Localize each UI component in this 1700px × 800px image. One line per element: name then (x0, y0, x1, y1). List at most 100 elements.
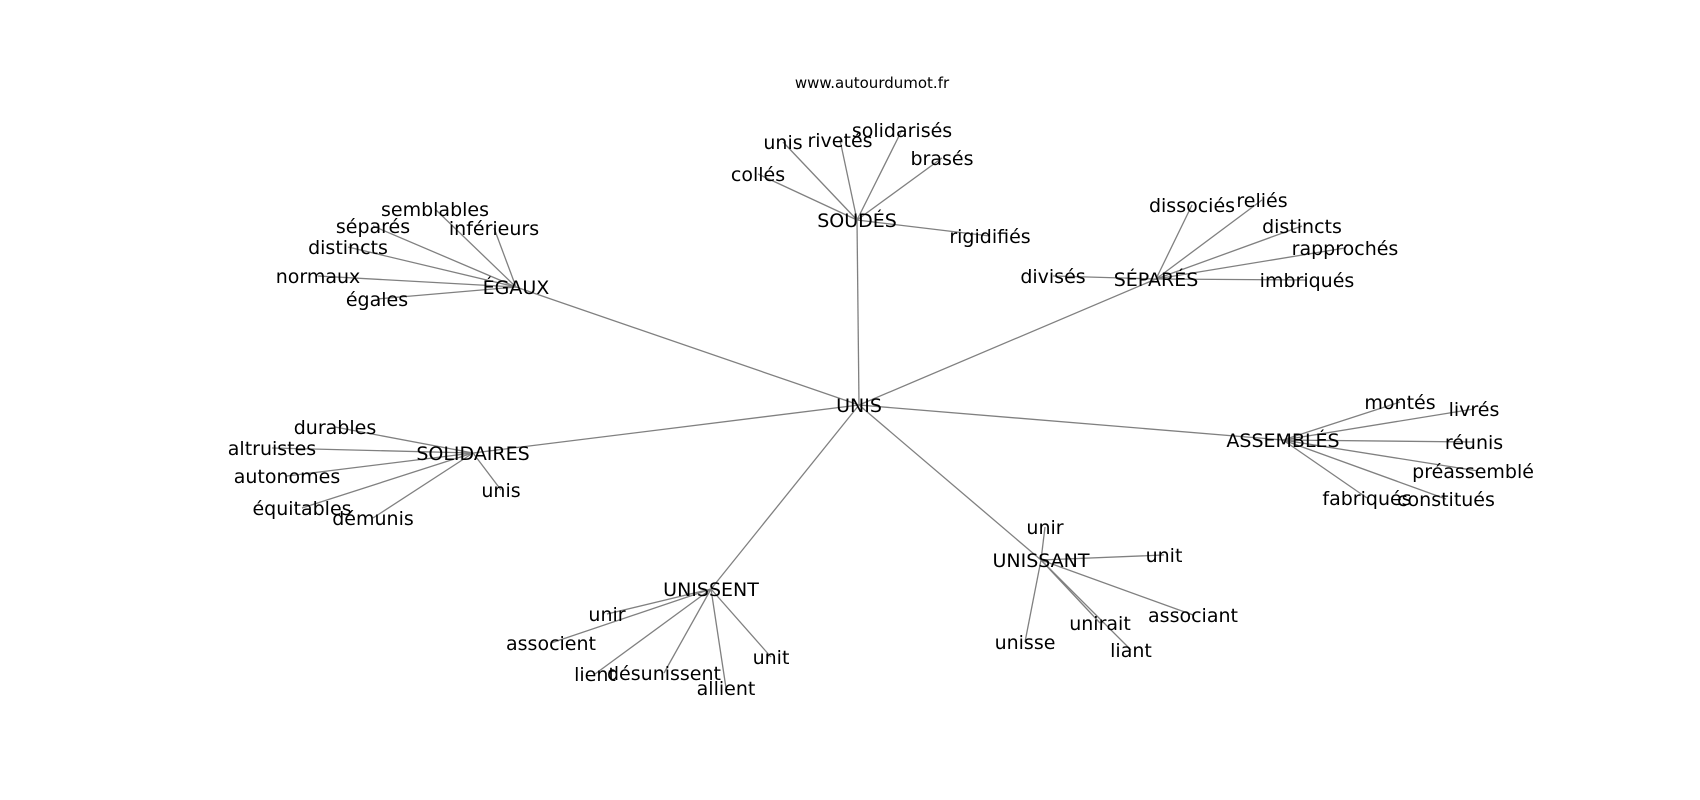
leaf-node-separes-imbriques[interactable]: imbriqués (1260, 270, 1355, 292)
leaf-node-unissent-unit[interactable]: unit (753, 647, 790, 669)
edge-solidaires-altruistes (271, 447, 474, 454)
edge-center-soudes (856, 219, 860, 406)
edge-unissent-allient (710, 588, 727, 689)
edge-solidaires-demunis (372, 452, 474, 519)
edge-separes-divises (1052, 275, 1157, 280)
leaf-node-egaux-semblables[interactable]: semblables (381, 199, 489, 221)
graph-edges (271, 129, 1479, 689)
hub-node-soudes[interactable]: SOUDÉS (817, 209, 897, 232)
hub-node-solidaires[interactable]: SOLIDAIRES (416, 443, 529, 465)
leaf-node-unissant-unirait[interactable]: unirait (1069, 613, 1131, 635)
edge-center-separes (858, 278, 1157, 406)
hub-node-separes[interactable]: SÉPARÉS (1114, 268, 1199, 291)
site-watermark: www.autourdumot.fr (795, 74, 950, 92)
edge-unissant-unisse (1024, 559, 1042, 643)
edge-solidaires-unis (472, 452, 502, 491)
hub-node-unissant[interactable]: UNISSANT (992, 550, 1089, 572)
edge-assembles-livres (1282, 408, 1475, 441)
leaf-node-unissent-unir[interactable]: unir (588, 604, 625, 626)
edge-soudes-rivetes (839, 139, 858, 221)
edge-egaux-normaux (317, 275, 517, 288)
edge-unissent-unit (710, 588, 772, 658)
edge-assembles-fabriques (1282, 439, 1368, 499)
leaf-node-solidaires-autonomes[interactable]: autonomes (234, 466, 341, 488)
edge-egaux-semblables (434, 208, 517, 288)
leaf-node-unissent-allient[interactable]: allient (697, 678, 756, 700)
edge-center-solidaires (472, 404, 860, 454)
leaf-node-unissant-unir[interactable]: unir (1026, 517, 1063, 539)
leaf-node-assembles-fabriques[interactable]: fabriqués (1322, 488, 1411, 510)
leaf-node-assembles-constitues[interactable]: constitués (1397, 489, 1495, 511)
hub-node-egaux[interactable]: ÉGAUX (483, 276, 550, 299)
edge-assembles-reunis (1282, 439, 1475, 443)
edge-soudes-solidarises (856, 129, 903, 221)
leaf-node-solidaires-unis[interactable]: unis (481, 480, 520, 502)
edge-solidaires-durables (334, 426, 474, 454)
leaf-node-soudes-rigidifies[interactable]: rigidifiés (949, 226, 1030, 248)
leaf-node-unissent-lient[interactable]: lient (574, 664, 616, 686)
leaf-node-soudes-colles[interactable]: collés (731, 164, 785, 186)
leaf-node-assembles-preassembles[interactable]: préassemblés (1412, 461, 1544, 483)
leaf-node-separes-relies[interactable]: reliés (1236, 190, 1287, 212)
edge-soudes-brases (856, 157, 943, 221)
leaf-node-egaux-distincts[interactable]: distincts (308, 237, 388, 259)
edge-unissent-associent (550, 588, 712, 644)
leaf-node-assembles-montes[interactable]: montés (1364, 392, 1435, 414)
edge-soudes-unis (782, 141, 858, 221)
leaf-node-separes-dissocies[interactable]: dissociés (1149, 195, 1235, 217)
leaf-node-separes-rapproches[interactable]: rapprochés (1292, 238, 1399, 260)
leaf-node-unissent-associent[interactable]: associent (506, 633, 596, 655)
edge-center-egaux (515, 286, 860, 406)
leaf-node-soudes-rivetes[interactable]: rivetés (807, 130, 872, 152)
edge-unissent-lient (594, 588, 712, 675)
edge-separes-relies (1155, 199, 1263, 280)
edge-separes-rapproches (1155, 247, 1346, 280)
edge-solidaires-autonomes (286, 452, 474, 477)
edge-egaux-inferieurs (493, 227, 517, 288)
leaf-node-egaux-separes[interactable]: séparés (336, 216, 410, 238)
edge-separes-imbriques (1155, 278, 1308, 281)
edge-egaux-egales (376, 286, 517, 300)
edge-unissent-desunissent (663, 588, 712, 674)
edge-unissant-associant (1040, 559, 1194, 616)
edge-center-assembles (858, 404, 1284, 441)
edge-assembles-constitues (1282, 439, 1447, 500)
hub-node-assembles[interactable]: ASSEMBLÉS (1226, 429, 1339, 452)
edge-soudes-rigidifies (856, 219, 991, 237)
edge-unissent-unir (606, 588, 712, 615)
edge-unissant-unit (1040, 554, 1165, 561)
leaf-node-unissant-associant[interactable]: associant (1148, 605, 1238, 627)
leaf-node-assembles-livres[interactable]: livrés (1449, 399, 1500, 421)
leaf-node-solidaires-equitables[interactable]: équitables (252, 498, 351, 520)
leaf-node-assembles-reunis[interactable]: réunis (1445, 432, 1503, 454)
leaf-node-soudes-brases[interactable]: brasés (910, 148, 973, 170)
leaf-node-unissant-unisse[interactable]: unisse (995, 632, 1056, 654)
leaf-node-solidaires-altruistes[interactable]: altruistes (228, 438, 316, 460)
leaf-node-solidaires-demunis[interactable]: démunis (332, 508, 414, 530)
leaf-node-unissent-desunissent[interactable]: désunissent (607, 663, 721, 685)
edge-soudes-colles (757, 173, 858, 221)
leaf-node-unissant-liant[interactable]: liant (1110, 640, 1152, 662)
leaf-node-solidaires-durables[interactable]: durables (294, 417, 377, 439)
edge-separes-dissocies (1155, 204, 1193, 280)
leaf-node-separes-distincts[interactable]: distincts (1262, 216, 1342, 238)
edge-unissant-liant (1040, 559, 1132, 651)
leaf-node-egaux-inferieurs[interactable]: inférieurs (449, 218, 539, 240)
leaf-node-separes-divises[interactable]: divisés (1020, 266, 1085, 288)
edge-egaux-distincts (347, 246, 517, 288)
leaf-node-soudes-unis[interactable]: unis (763, 132, 802, 154)
edge-egaux-separes (372, 225, 517, 288)
leaf-node-egaux-egales[interactable]: égales (346, 289, 408, 311)
leaf-node-soudes-solidarises[interactable]: solidarisés (852, 120, 952, 142)
leaf-node-egaux-normaux[interactable]: normaux (276, 266, 361, 288)
edge-assembles-montes (1282, 401, 1401, 441)
hub-node-unissent[interactable]: UNISSENT (663, 579, 759, 601)
edge-center-unissent (710, 404, 860, 590)
edge-separes-distincts (1155, 225, 1303, 280)
center-node[interactable]: UNIS (836, 395, 882, 417)
edge-center-unissant (858, 404, 1042, 561)
leaf-node-unissant-unit[interactable]: unit (1146, 545, 1183, 567)
edge-assembles-preassembles (1282, 439, 1479, 472)
